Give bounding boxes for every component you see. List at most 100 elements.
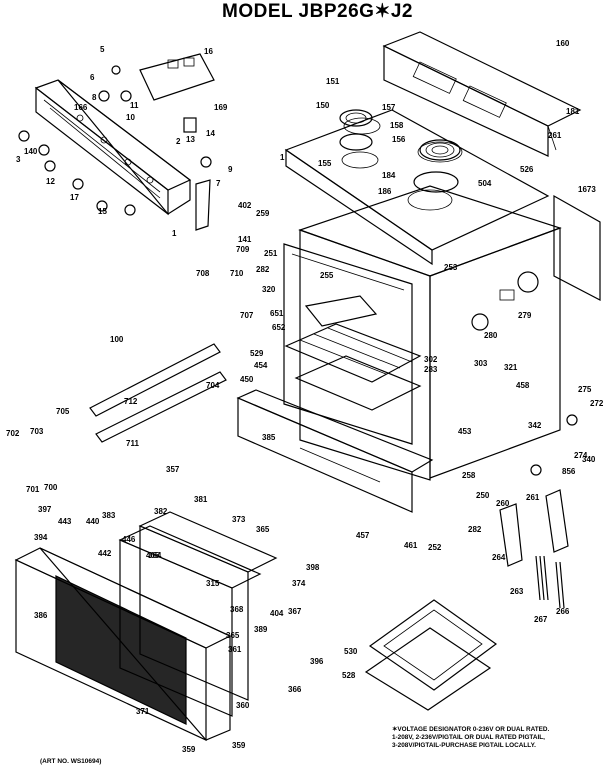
part-number-label: 526 [520, 165, 534, 174]
part-number-label: 157 [382, 103, 396, 112]
part-number-label: 530 [344, 647, 358, 656]
part-number-label: 402 [238, 201, 252, 210]
part-number-label: 252 [428, 543, 442, 552]
voltage-footnote: ✶VOLTAGE DESIGNATOR 0-236V OR DUAL RATED… [392, 726, 606, 750]
part-number-label: 385 [262, 433, 276, 442]
part-number-label: 156 [392, 135, 406, 144]
broiler-pan [364, 599, 498, 711]
part-number-label: 140 [24, 147, 38, 156]
part-number-label: 17 [70, 193, 79, 202]
part-number-label: 181 [566, 107, 580, 116]
part-number-label: 396 [310, 657, 324, 666]
part-number-label: 282 [256, 265, 270, 274]
part-number-label: 266 [556, 607, 570, 616]
part-number-label: 705 [56, 407, 70, 416]
part-number-label: 259 [256, 209, 270, 218]
part-number-label: 10 [126, 113, 135, 122]
part-number-label: 708 [196, 269, 210, 278]
part-number-label: 320 [262, 285, 276, 294]
part-number-label: 158 [390, 121, 404, 130]
part-number-label: 184 [382, 171, 396, 180]
art-number: (ART NO. WS10694) [40, 758, 102, 765]
part-number-label: 504 [478, 179, 492, 188]
part-number-label: 394 [34, 533, 48, 542]
part-number-label: 709 [236, 245, 250, 254]
part-number-label: 381 [194, 495, 208, 504]
rail-assembly [89, 343, 227, 443]
part-number-label: 155 [318, 159, 332, 168]
part-number-label: 272 [590, 399, 604, 408]
part-number-label: 357 [166, 465, 180, 474]
part-number-label: 1 [280, 153, 285, 162]
part-number-label: 371 [136, 707, 150, 716]
part-number-label: 652 [272, 323, 286, 332]
part-number-label: 365 [256, 525, 270, 534]
part-number-label: 141 [238, 235, 252, 244]
part-number-label: 405 [146, 551, 160, 560]
part-number-label: 440 [86, 517, 100, 526]
part-number-label: 303 [474, 359, 488, 368]
part-number-label: 186 [378, 187, 392, 196]
oven-cabinet [298, 185, 562, 481]
part-number-label: 15 [98, 207, 107, 216]
part-number-label: 5 [100, 45, 105, 54]
part-number-label: 454 [254, 361, 268, 370]
part-number-label: 651 [270, 309, 284, 318]
part-number-label: 9 [228, 165, 233, 174]
oven-door [14, 547, 232, 741]
part-number-label: 360 [236, 701, 250, 710]
part-number-label: 707 [240, 311, 254, 320]
part-number-label: 100 [110, 335, 124, 344]
door-inner-panels [118, 511, 278, 717]
part-number-label: 16 [204, 47, 213, 56]
part-number-label: 359 [182, 745, 196, 754]
oven-liner [283, 243, 413, 445]
part-number-label: 13 [186, 135, 195, 144]
part-number-label: 382 [154, 507, 168, 516]
part-number-label: 389 [254, 625, 268, 634]
control-panel [34, 79, 192, 216]
part-number-label: 453 [458, 427, 472, 436]
part-number-label: 703 [30, 427, 44, 436]
part-number-label: 279 [518, 311, 532, 320]
part-number-label: 342 [528, 421, 542, 430]
side-panel [553, 194, 601, 301]
footnote-line: ✶VOLTAGE DESIGNATOR 0-236V OR DUAL RATED… [392, 726, 550, 733]
part-number-label: 261 [548, 131, 562, 140]
part-number-label: 12 [46, 177, 55, 186]
part-number-label: 2 [176, 137, 181, 146]
part-number-label: 442 [98, 549, 112, 558]
part-number-label: 169 [214, 103, 228, 112]
part-number-label: 364 [148, 551, 162, 560]
part-number-label: 274 [574, 451, 588, 460]
part-number-label: 258 [462, 471, 476, 480]
part-number-label: 461 [404, 541, 418, 550]
part-number-label: 711 [126, 439, 139, 448]
backsplash [382, 31, 582, 157]
part-number-label: 383 [102, 511, 116, 520]
part-number-label: 8 [92, 93, 97, 102]
part-number-label: 264 [492, 553, 506, 562]
part-number-label: 404 [270, 609, 284, 618]
oven-racks [284, 323, 422, 411]
part-number-label: 365 [226, 631, 240, 640]
part-number-label: 151 [326, 77, 340, 86]
part-number-label: 704 [206, 381, 220, 390]
door-hinges [499, 489, 569, 609]
part-number-label: 443 [58, 517, 72, 526]
part-number-label: 255 [320, 271, 334, 280]
part-number-label: 366 [288, 685, 302, 694]
part-number-label: 150 [316, 101, 330, 110]
switch-bracket [139, 53, 215, 168]
part-number-label: 450 [240, 375, 254, 384]
page-title: MODEL JBP26G✶J2 [222, 1, 413, 22]
part-number-label: 11 [130, 101, 139, 110]
part-number-label: 6 [90, 73, 95, 82]
part-number-label: 856 [562, 467, 576, 476]
part-number-label: 3 [16, 155, 21, 164]
footnote-line: 3-208V/PIGTAIL-PURCHASE PIGTAIL LOCALLY. [392, 742, 536, 749]
part-number-label: 263 [510, 587, 524, 596]
